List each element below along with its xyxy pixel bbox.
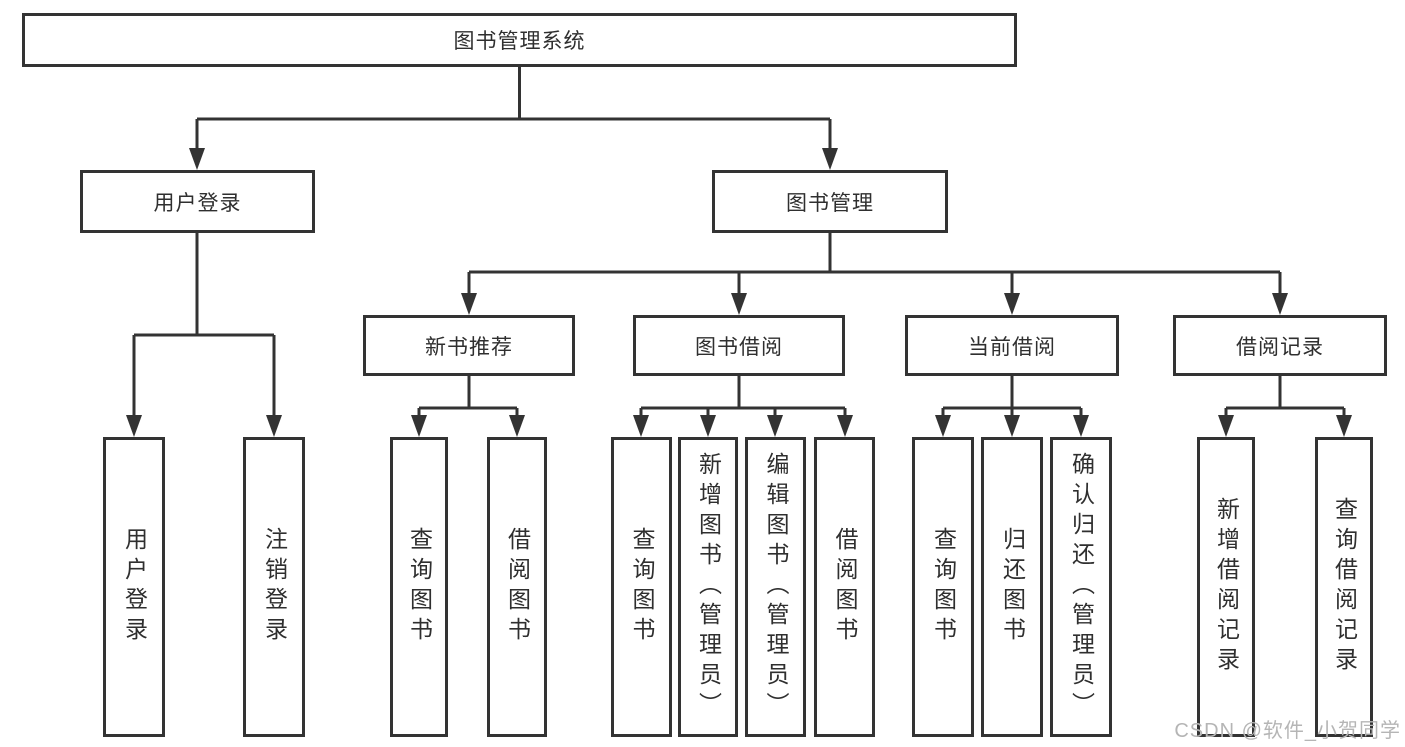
leaf-return-book: 归还图书 [981,437,1043,737]
leaf-borrow-books-borrowing: 借阅图书 [814,437,875,737]
leaf-confirm-return-admin: 确认归还（管理员） [1050,437,1112,737]
leaf-query-books-borrowing: 查询图书 [611,437,672,737]
leaf-borrow-books-recommendation: 借阅图书 [487,437,547,737]
leaf-logout: 注销登录 [243,437,305,737]
leaf-user-login: 用户登录 [103,437,165,737]
csdn-watermark: CSDN @软件_小贺同学 [1174,720,1401,742]
leaf-query-borrow-record: 查询借阅记录 [1315,437,1373,737]
node-new-book-recommendation: 新书推荐 [363,315,575,376]
leaf-query-books-recommendation: 查询图书 [390,437,448,737]
node-book-borrowing: 图书借阅 [633,315,845,376]
leaf-edit-book-admin: 编辑图书（管理员） [745,437,806,737]
leaf-add-book-admin: 新增图书（管理员） [678,437,738,737]
leaf-query-books-current: 查询图书 [912,437,974,737]
node-library-management-system: 图书管理系统 [22,13,1017,67]
node-borrowing-records: 借阅记录 [1173,315,1387,376]
node-current-borrowing: 当前借阅 [905,315,1119,376]
node-book-management-branch: 图书管理 [712,170,948,233]
node-user-login-branch: 用户登录 [80,170,315,233]
leaf-add-borrow-record: 新增借阅记录 [1197,437,1255,737]
